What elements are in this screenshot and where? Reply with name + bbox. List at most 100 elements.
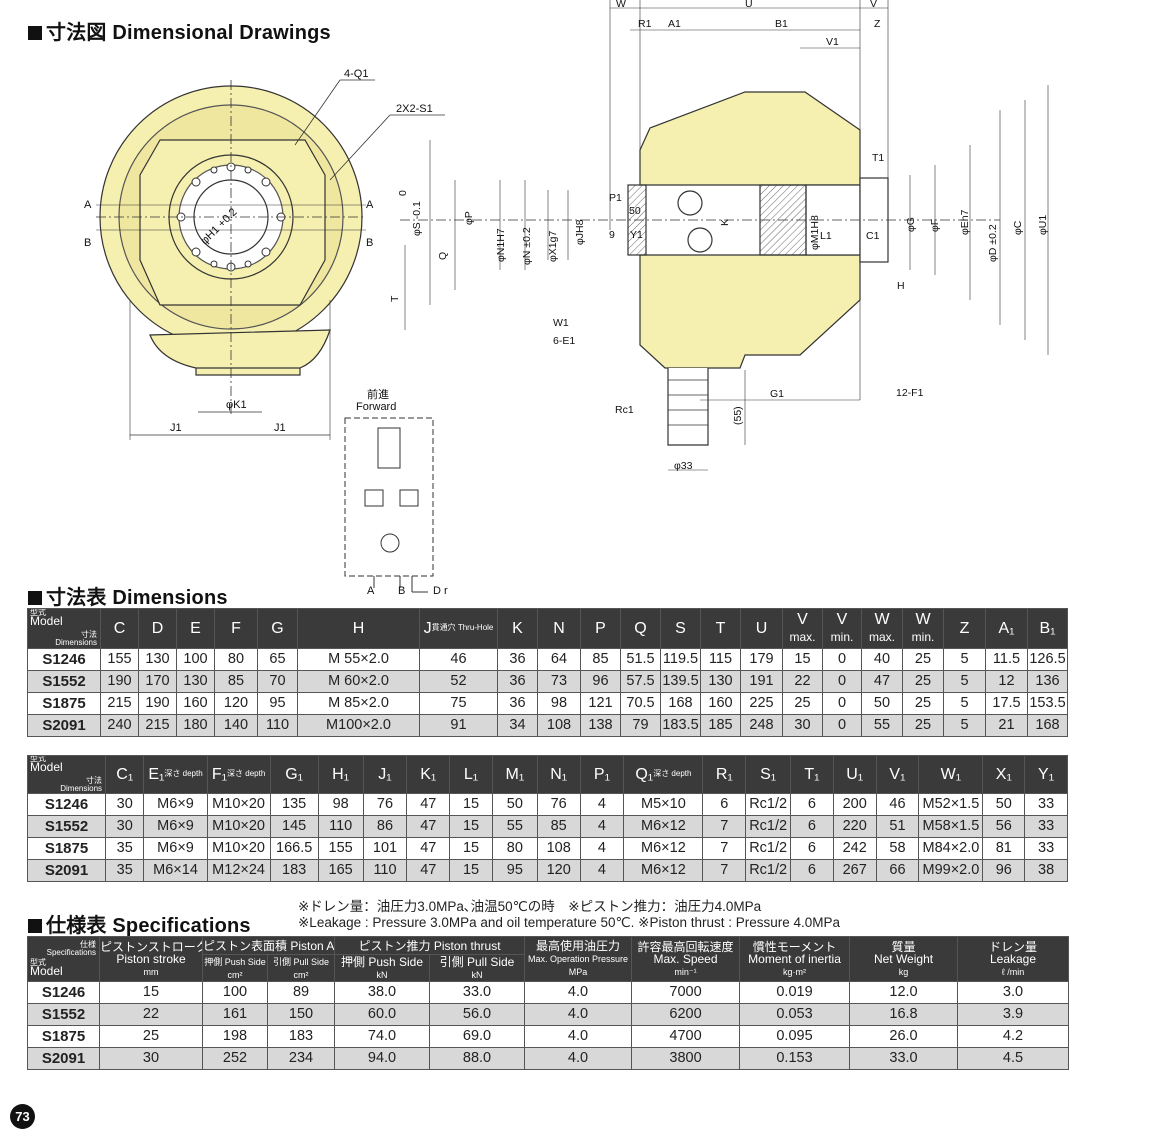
value-cell: 190 [138,692,177,715]
value-cell: 183 [269,859,319,882]
value-cell: 100 [176,648,215,671]
value-cell: M6×9 [143,837,208,860]
value-cell: 4 [579,815,625,838]
value-cell: 70 [257,670,298,693]
value-cell: M 85×2.0 [297,692,420,715]
value-cell: 58 [875,837,920,860]
value-cell: 30 [105,793,145,816]
label-33: φ33 [674,460,693,472]
value-cell: 85 [580,648,621,671]
col-header-9: N₁ [536,755,581,794]
col-header-5: H [297,608,420,649]
spec-value-cell: 198 [202,1025,268,1048]
value-cell: 4 [579,859,625,882]
value-cell: 17.5 [985,692,1028,715]
col-header-10: P₁ [579,755,625,794]
spec-value-cell: 88.0 [429,1047,526,1070]
value-cell: 200 [832,793,877,816]
spec-value-cell: 3.9 [957,1003,1070,1026]
front-view [96,79,445,440]
value-cell: 50 [861,692,903,715]
col-header-20: B₁ [1027,608,1068,649]
col-header-6: J貫通穴 Thru-Hole [419,608,498,649]
col-header-14: T₁ [790,755,834,794]
value-cell: M52×1.5 [918,793,984,816]
value-cell: 57.5 [620,670,661,693]
value-cell: 85 [214,670,258,693]
spec-value-cell: 0.053 [739,1003,851,1026]
value-cell: 0 [822,670,862,693]
value-cell: 7 [702,859,747,882]
label-y1: Y1 [630,229,643,241]
spec-value-cell: 16.8 [849,1003,959,1026]
label-j1-right: J1 [274,422,286,434]
value-cell: M10×20 [206,837,271,860]
model-cell: S1875 [26,837,107,860]
value-cell: 25 [782,692,823,715]
spec-value-cell: 4.0 [524,1047,633,1070]
value-cell: M84×2.0 [918,837,984,860]
spec-value-cell: 94.0 [334,1047,431,1070]
value-cell: 225 [740,692,783,715]
value-cell: 242 [832,837,877,860]
col-header-4: G [257,608,298,649]
value-cell: 160 [700,692,741,715]
col-header-10: Q [620,608,661,649]
value-cell: 36 [497,692,538,715]
label-q1: 4-Q1 [344,68,368,80]
spec-value-cell: 15 [99,981,203,1004]
value-cell: 108 [537,714,581,737]
label-55: (55) [732,406,744,425]
value-cell: 240 [100,714,139,737]
value-cell: 56 [982,815,1026,838]
value-cell: 6 [790,815,834,838]
value-cell: 46 [875,793,920,816]
spec-value-cell: 4.5 [957,1047,1070,1070]
side-view [400,0,1049,471]
model-cell: S1246 [26,793,107,816]
value-cell: 120 [214,692,258,715]
label-w1: W1 [553,317,569,329]
col-header-3: F [214,608,258,649]
value-cell: M6×12 [623,837,704,860]
value-cell: M6×14 [143,859,208,882]
spec-value-cell: 4.0 [524,1025,633,1048]
spec-value-cell: 25 [99,1025,203,1048]
label-c: φC [1012,220,1024,235]
value-cell: 101 [362,837,408,860]
spec-value-cell: 38.0 [334,981,431,1004]
spec-value-cell: 100 [202,981,268,1004]
value-cell: 135 [269,793,319,816]
value-cell: 12 [985,670,1028,693]
value-cell: M6×12 [623,815,704,838]
value-cell: 51.5 [620,648,661,671]
value-cell: 79 [620,714,661,737]
spec-value-cell: 26.0 [849,1025,959,1048]
value-cell: 15 [782,648,823,671]
label-v: V [870,0,877,10]
model-cell: S1552 [27,670,101,693]
value-cell: 121 [580,692,621,715]
col-header-0: C₁ [105,755,145,794]
value-cell: 51 [875,815,920,838]
model-cell: S1552 [27,1003,100,1026]
value-cell: 168 [660,692,701,715]
value-cell: 95 [257,692,298,715]
label-x1: φX1g7 [547,231,559,262]
value-cell: 215 [100,692,139,715]
label-n1: φN1H7 [495,228,507,262]
label-q: Q [437,252,449,260]
value-cell: 155 [100,648,139,671]
spec-value-cell: 252 [202,1047,268,1070]
spec-value-cell: 60.0 [334,1003,431,1026]
spec-value-cell: 0.095 [739,1025,851,1048]
value-cell: 7 [702,815,747,838]
